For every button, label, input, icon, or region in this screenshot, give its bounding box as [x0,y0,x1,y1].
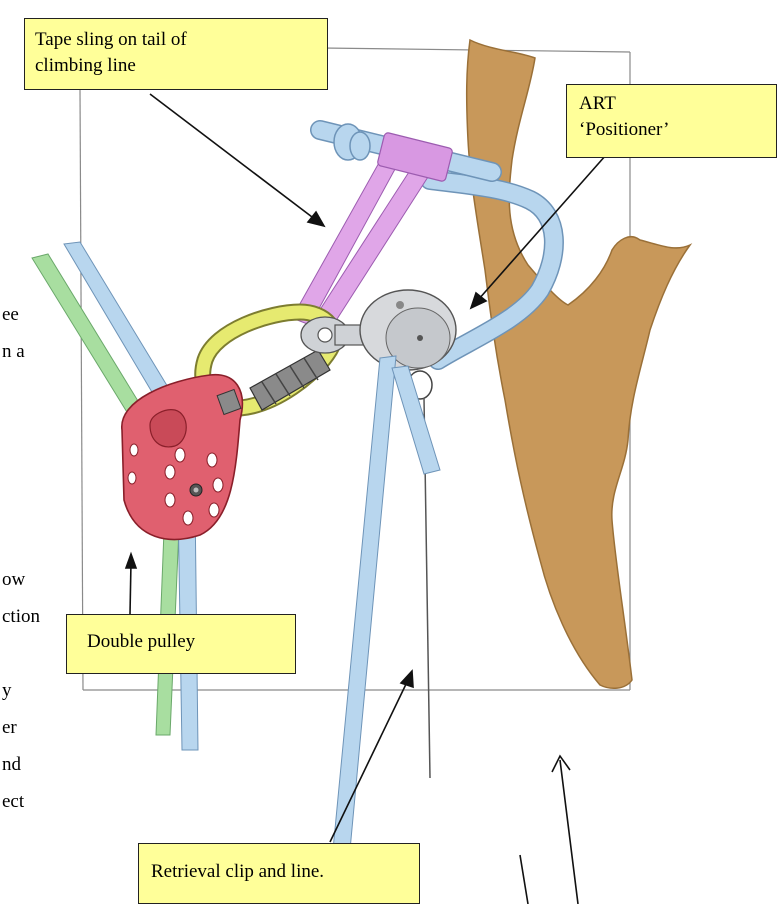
callout-label: Double pulley [87,631,195,652]
climbing-line-descending [333,356,440,850]
callout-line: ART [579,91,764,117]
art-positioner-callout: ART ‘Positioner’ [566,84,777,158]
bottom-right-pointer [560,760,578,904]
carabiner-gate-sleeve [250,350,330,410]
retrieval-clip-callout: Retrieval clip and line. [138,843,420,904]
cropped-text-fragment: ction [2,606,40,628]
cropped-text-fragment: ee [2,304,19,326]
tape-sling-arrow [150,94,316,220]
pulley-arrow [130,562,131,614]
cropped-text-fragment: n a [2,341,25,363]
callout-label: Retrieval clip and line. [151,861,324,882]
tape-sling-callout: Tape sling on tail of climbing line [24,18,328,90]
cropped-text-fragment: er [2,717,17,739]
callout-line: climbing line [35,53,317,79]
callout-line: ‘Positioner’ [579,117,764,143]
cropped-text-fragment: ect [2,791,24,813]
cropped-text-fragment: ow [2,569,25,591]
double-pulley [122,375,243,540]
cropped-text-fragment: y [2,680,12,702]
callout-line: Tape sling on tail of [35,27,317,53]
double-pulley-callout: Double pulley [66,614,296,674]
cropped-text-fragment: nd [2,754,21,776]
